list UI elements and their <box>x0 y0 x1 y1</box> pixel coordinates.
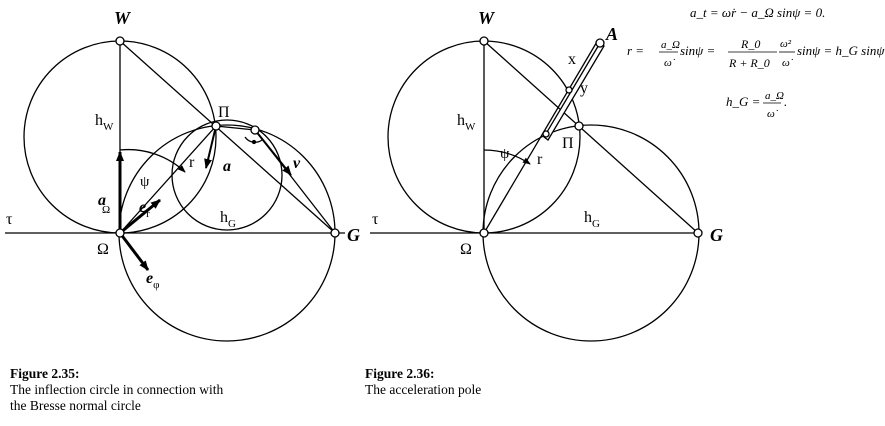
label-ephi: eφ <box>146 270 159 291</box>
label-tau: τ <box>6 211 13 228</box>
equation-2-frac2-num: R_0 <box>740 37 760 51</box>
figure-236-labels: W A x y Π G Ω τ hW hG ψ r <box>372 8 723 258</box>
label-psi-236: ψ <box>500 146 510 162</box>
label-a: a <box>223 158 231 175</box>
omega-pi-line <box>119 125 217 234</box>
label-hW: hW <box>95 112 114 133</box>
label-Omega: Ω <box>97 241 109 258</box>
figure-236-diagram <box>370 36 703 342</box>
equation-2-frac1-den: ω̇ <box>664 57 676 69</box>
label-hG-236: hG <box>584 209 600 230</box>
equation-3-period: . <box>784 94 787 109</box>
rod-A <box>543 42 605 141</box>
equation-1: a_t = ω̇r − a_Ω sinψ = 0. <box>690 5 825 20</box>
psi-arc-236 <box>483 149 531 165</box>
figure-236-caption-title: Figure 2.36: <box>365 366 435 381</box>
label-x: x <box>568 51 576 68</box>
point-y <box>565 86 573 94</box>
equation-3-lhs: h_G = <box>726 94 760 109</box>
label-A: A <box>605 24 618 44</box>
velocity-line <box>215 125 256 131</box>
point-W <box>115 36 125 46</box>
point-G <box>330 228 340 238</box>
ephi-arrow <box>118 232 150 271</box>
label-hG: hG <box>220 209 236 230</box>
W-G-line <box>119 40 336 234</box>
figure-235-caption-title: Figure 2.35: <box>10 366 80 381</box>
figure-236-caption-line-1: The acceleration pole <box>365 382 482 397</box>
label-r: r <box>189 154 195 171</box>
point-Pi-236 <box>574 121 584 131</box>
label-W-236: W <box>478 8 496 28</box>
equations-block: a_t = ω̇r − a_Ω sinψ = 0. r = a_Ω ω̇ sin… <box>627 5 885 120</box>
equation-2-sin1: sinψ = <box>680 43 715 58</box>
label-Omega-236: Ω <box>460 241 472 258</box>
equation-2-frac3-den: ω̇ <box>782 57 794 69</box>
omega-A-line <box>483 39 599 234</box>
point-Pi <box>211 121 221 131</box>
label-Pi: Π <box>218 104 230 121</box>
point-G-236 <box>693 228 703 238</box>
label-hW-236: hW <box>457 112 476 133</box>
figure-235-caption-line-2: the Bresse normal circle <box>10 398 141 413</box>
figure-236-caption: Figure 2.36: The acceleration pole <box>365 366 481 398</box>
equation-3-num: a_Ω <box>765 90 784 102</box>
point-W-236 <box>479 36 489 46</box>
equation-2-frac2-den: R + R_0 <box>728 56 770 70</box>
label-er: er <box>139 199 150 220</box>
psi-arc <box>119 148 186 173</box>
figure-235-caption: Figure 2.35: The inflection circle in co… <box>10 366 223 414</box>
label-Pi-236: Π <box>562 135 574 152</box>
equation-2-rhs: sinψ = h_G sinψ <box>797 43 885 58</box>
a-arrow <box>204 125 217 169</box>
figure-235-diagram <box>5 36 345 342</box>
W-G-line-236 <box>483 40 699 234</box>
er-arrow <box>119 198 161 235</box>
label-v: v <box>293 155 301 172</box>
label-G-236: G <box>710 225 723 245</box>
label-tau-236: τ <box>372 211 379 228</box>
figure-235-caption-line-1: The inflection circle in connection with <box>10 382 224 397</box>
v-arrow <box>254 129 292 176</box>
point-Omega-236 <box>479 228 489 238</box>
label-W: W <box>114 8 132 28</box>
equation-2-frac3-num: ω² <box>780 38 792 50</box>
label-y: y <box>580 80 588 97</box>
equation-2-frac1-num: a_Ω <box>661 39 680 51</box>
label-r-236: r <box>537 151 543 168</box>
point-velocity <box>250 125 260 135</box>
equation-3-den: ω̇ <box>767 108 779 120</box>
point-r <box>542 130 550 138</box>
label-psi: ψ <box>140 174 150 190</box>
point-Omega <box>115 228 125 238</box>
point-dot <box>251 139 257 145</box>
label-G: G <box>347 225 360 245</box>
equation-2-lhs: r = <box>627 43 644 58</box>
point-A <box>595 38 605 48</box>
